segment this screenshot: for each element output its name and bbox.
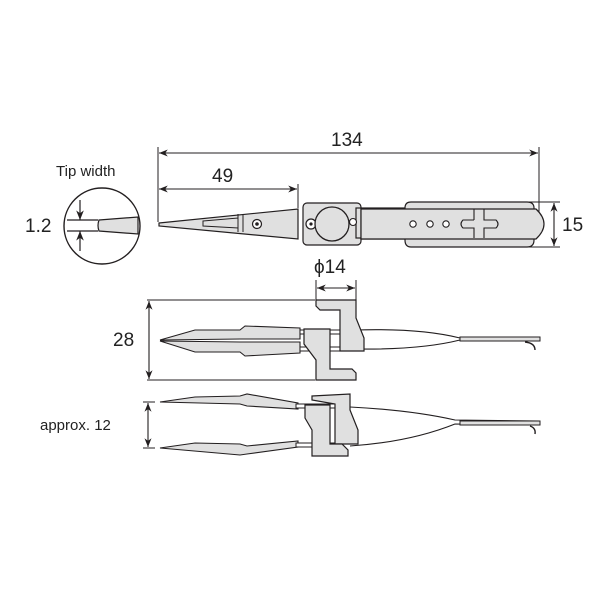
tip-width-label: Tip width bbox=[56, 163, 116, 180]
knob bbox=[314, 206, 350, 242]
knob-back-piece-closed bbox=[311, 393, 359, 445]
knob-front-piece-closed bbox=[304, 404, 349, 457]
side-view-open bbox=[145, 280, 541, 381]
tip-detail-jaw bbox=[97, 216, 139, 235]
lower-jaw-closed bbox=[159, 440, 299, 456]
overall-length-label: 134 bbox=[331, 130, 363, 151]
knob-front-piece bbox=[303, 328, 357, 381]
max-height-label: 28 bbox=[113, 330, 135, 351]
opening-label: approx. 12 bbox=[40, 417, 111, 434]
handle-height-label: 15 bbox=[562, 215, 584, 236]
jaw-length-label: 49 bbox=[212, 166, 234, 187]
lower-jaw bbox=[159, 340, 301, 357]
upper-jaw-closed bbox=[159, 393, 299, 410]
top-view bbox=[157, 147, 560, 248]
upper-jaw bbox=[159, 325, 301, 341]
handle bbox=[360, 208, 545, 240]
knob-back-piece bbox=[315, 299, 365, 352]
tip-width-detail bbox=[63, 187, 141, 265]
knob-diameter-label: ϕ14 bbox=[314, 257, 346, 278]
side-view-closed bbox=[143, 393, 541, 457]
tip-width-value: 1.2 bbox=[25, 216, 52, 237]
